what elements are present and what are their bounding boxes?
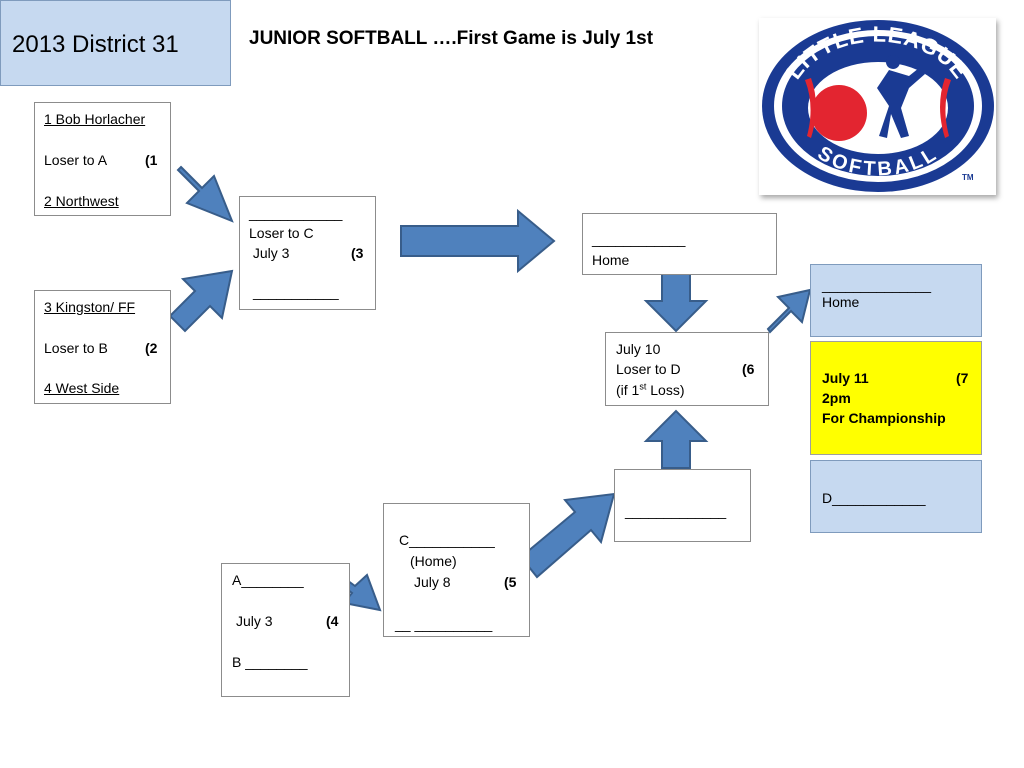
arrow-game6-to-championship xyxy=(766,288,812,334)
game-1-loser: Loser to A xyxy=(44,152,108,168)
game-4-box: A________ July 3 (4 B ________ xyxy=(221,563,350,697)
arrow-game2-to-game3 xyxy=(168,269,234,333)
game-5-box: C___________ (Home) July 8 (5 __ _______… xyxy=(383,503,530,637)
arrow-game5-to-losers-final xyxy=(519,492,616,579)
championship-home-line: ______________ xyxy=(822,277,932,293)
game-5-winner-line: __ __________ xyxy=(395,616,493,632)
game-3-winner-line-2: ___________ xyxy=(253,284,339,300)
little-league-softball-logo: LITTLE LEAGUE SOFTBALL TM xyxy=(759,18,996,195)
arrow-game3-to-winners-final xyxy=(400,208,556,274)
game-6-note-post: Loss) xyxy=(646,382,685,398)
game-2-number: (2 xyxy=(145,340,158,356)
championship-time: 2pm xyxy=(822,390,851,406)
logo-tm: TM xyxy=(962,173,974,182)
game-1-team-1: 1 Bob Horlacher xyxy=(44,111,146,127)
losers-final-line: _____________ xyxy=(625,503,727,519)
winners-final-line: ____________ xyxy=(592,231,686,247)
game-3-date: July 3 xyxy=(249,245,290,261)
game-1-box: 1 Bob Horlacher Loser to A (1 2 Northwes… xyxy=(34,102,171,216)
game-4-date: July 3 xyxy=(236,613,273,629)
game-6-note: (if 1st Loss) xyxy=(616,382,684,398)
game-3-box: ____________ Loser to C July 3 (3 ______… xyxy=(239,196,376,310)
game-5-number: (5 xyxy=(504,574,517,590)
game-5-c-line: C___________ xyxy=(399,532,495,548)
game-2-box: 3 Kingston/ FF Loser to B (2 4 West Side xyxy=(34,290,171,404)
arrow-game1-to-game3 xyxy=(176,165,234,223)
logo-graphic: LITTLE LEAGUE SOFTBALL TM xyxy=(762,20,994,192)
game-6-note-pre: (if 1 xyxy=(616,382,640,398)
district-header: 2013 District 31 xyxy=(0,0,231,86)
game-6-date: July 10 xyxy=(616,341,661,357)
district-title: 2013 District 31 xyxy=(12,31,179,58)
game-4-b-line: B ________ xyxy=(232,654,308,670)
game-5-home: (Home) xyxy=(410,553,457,569)
championship-home-box: ______________ Home xyxy=(810,264,982,337)
game-6-box: July 10 Loser to D (6 (if 1st Loss) xyxy=(605,332,769,406)
championship-number: (7 xyxy=(956,370,969,386)
game-2-team-2: 4 West Side xyxy=(44,380,120,396)
game-6-loser: Loser to D xyxy=(616,361,681,377)
winners-final-home: Home xyxy=(592,252,630,268)
championship-date: July 11 xyxy=(822,370,869,386)
game-3-winner-line: ____________ xyxy=(249,205,343,221)
game-6-number: (6 xyxy=(742,361,755,377)
game-2-team-1: 3 Kingston/ FF xyxy=(44,299,136,315)
page-title: JUNIOR SOFTBALL ….First Game is July 1st xyxy=(249,28,654,49)
game-3-loser: Loser to C xyxy=(249,225,314,241)
championship-home-label: Home xyxy=(822,294,860,310)
game-1-team-2: 2 Northwest xyxy=(44,193,119,209)
arrow-winners-final-to-game6 xyxy=(643,273,709,333)
game-2-loser: Loser to B xyxy=(44,340,108,356)
game-1-number: (1 xyxy=(145,152,158,168)
championship-label: For Championship xyxy=(822,410,946,426)
winners-final-box: ____________ Home xyxy=(582,213,777,275)
game-5-date: July 8 xyxy=(414,574,451,590)
championship-d-box: D____________ xyxy=(810,460,982,533)
championship-d-line: D____________ xyxy=(822,490,926,506)
losers-final-box: _____________ xyxy=(614,469,751,542)
game-6-note-sup: st xyxy=(639,381,647,392)
championship-game-box: July 11 (7 2pm For Championship xyxy=(810,341,982,455)
game-4-number: (4 xyxy=(326,613,339,629)
game-4-a-line: A________ xyxy=(232,572,304,588)
arrow-losers-final-to-game6 xyxy=(643,409,709,469)
game-3-number: (3 xyxy=(351,245,364,261)
